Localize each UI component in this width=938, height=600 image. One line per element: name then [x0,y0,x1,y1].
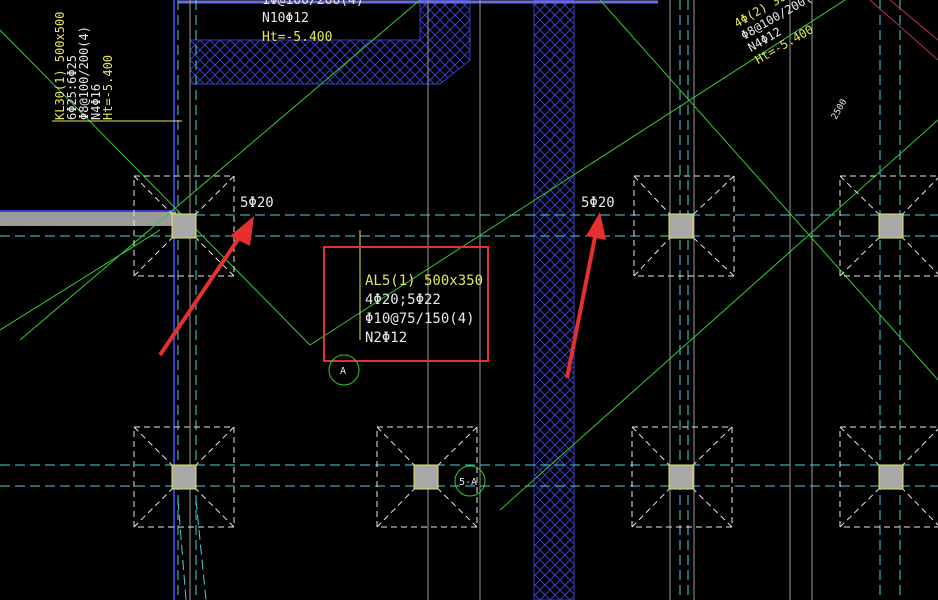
grid-lines-vertical [189,0,813,600]
red-arrow-left [158,216,254,357]
footing-6 [839,426,938,528]
column-2 [878,213,904,239]
column-1 [668,213,694,239]
axis-marker-a-label: A [340,366,346,377]
top-note-line-1: N10Φ12 [262,11,309,26]
footing-group [133,175,938,528]
beam-stirrups: Φ10@75/150(4) [365,311,475,327]
axis-marker-5a-label: 5-A [459,477,477,488]
kl30-line-2: Φ8@100/200(4) [77,26,91,120]
top-note: 1Φ@100/200(4) N10Φ12 Ht=-5.400 [262,0,364,45]
beam-annotation: AL5(1) 500x350 4Φ20;5Φ22 Φ10@75/150(4) N… [365,273,483,346]
hatched-wall-group [173,0,658,600]
dimension-label: 2500 [830,98,850,122]
column-0 [171,213,197,239]
kl30-line-0: KL30(1) 500x500 [53,12,67,120]
axis-marker-5a: 5-A [454,465,486,497]
kl30-note: KL30(1) 500x500 6Φ25:6Φ25 Φ8@100/200(4) … [53,12,115,120]
beam-side-bars: N2Φ12 [365,330,407,346]
hatched-wall-vertical [533,0,575,600]
hatched-wall-top [189,0,471,85]
footing-2 [839,175,938,277]
kl30-line-4: Ht=-5.400 [101,55,115,120]
right-note: 4Φ(2) 300x800 Φ8@100/200(2) N4Φ12 Ht=-5.… [732,0,827,67]
rebar-label-left: 5Φ20 [240,195,274,211]
top-note-line-2: Ht=-5.400 [262,30,332,45]
footing-3 [133,426,235,528]
beam-top-bars: 4Φ20;5Φ22 [365,292,441,308]
beam-left-grey [0,212,176,226]
beam-annotation-highlight[interactable] [323,246,489,362]
rebar-label-right: 5Φ20 [581,195,615,211]
column-5 [668,464,694,490]
right-hatch-lines [869,0,938,61]
footing-4 [376,426,478,528]
beam-name: AL5(1) 500x350 [365,273,483,289]
axis-marker-a: A [328,354,360,386]
kl30-line-3: N4Φ16 [89,84,103,120]
footing-1 [633,175,735,277]
footing-0 [133,175,235,277]
column-3 [171,464,197,490]
column-6 [878,464,904,490]
green-diagonal-lines [0,0,938,511]
footing-5 [631,426,733,528]
top-note-line-0: 1Φ@100/200(4) [262,0,364,8]
red-arrow-right [565,212,606,379]
kl30-line-1: 6Φ25:6Φ25 [65,55,79,120]
column-4 [413,464,439,490]
